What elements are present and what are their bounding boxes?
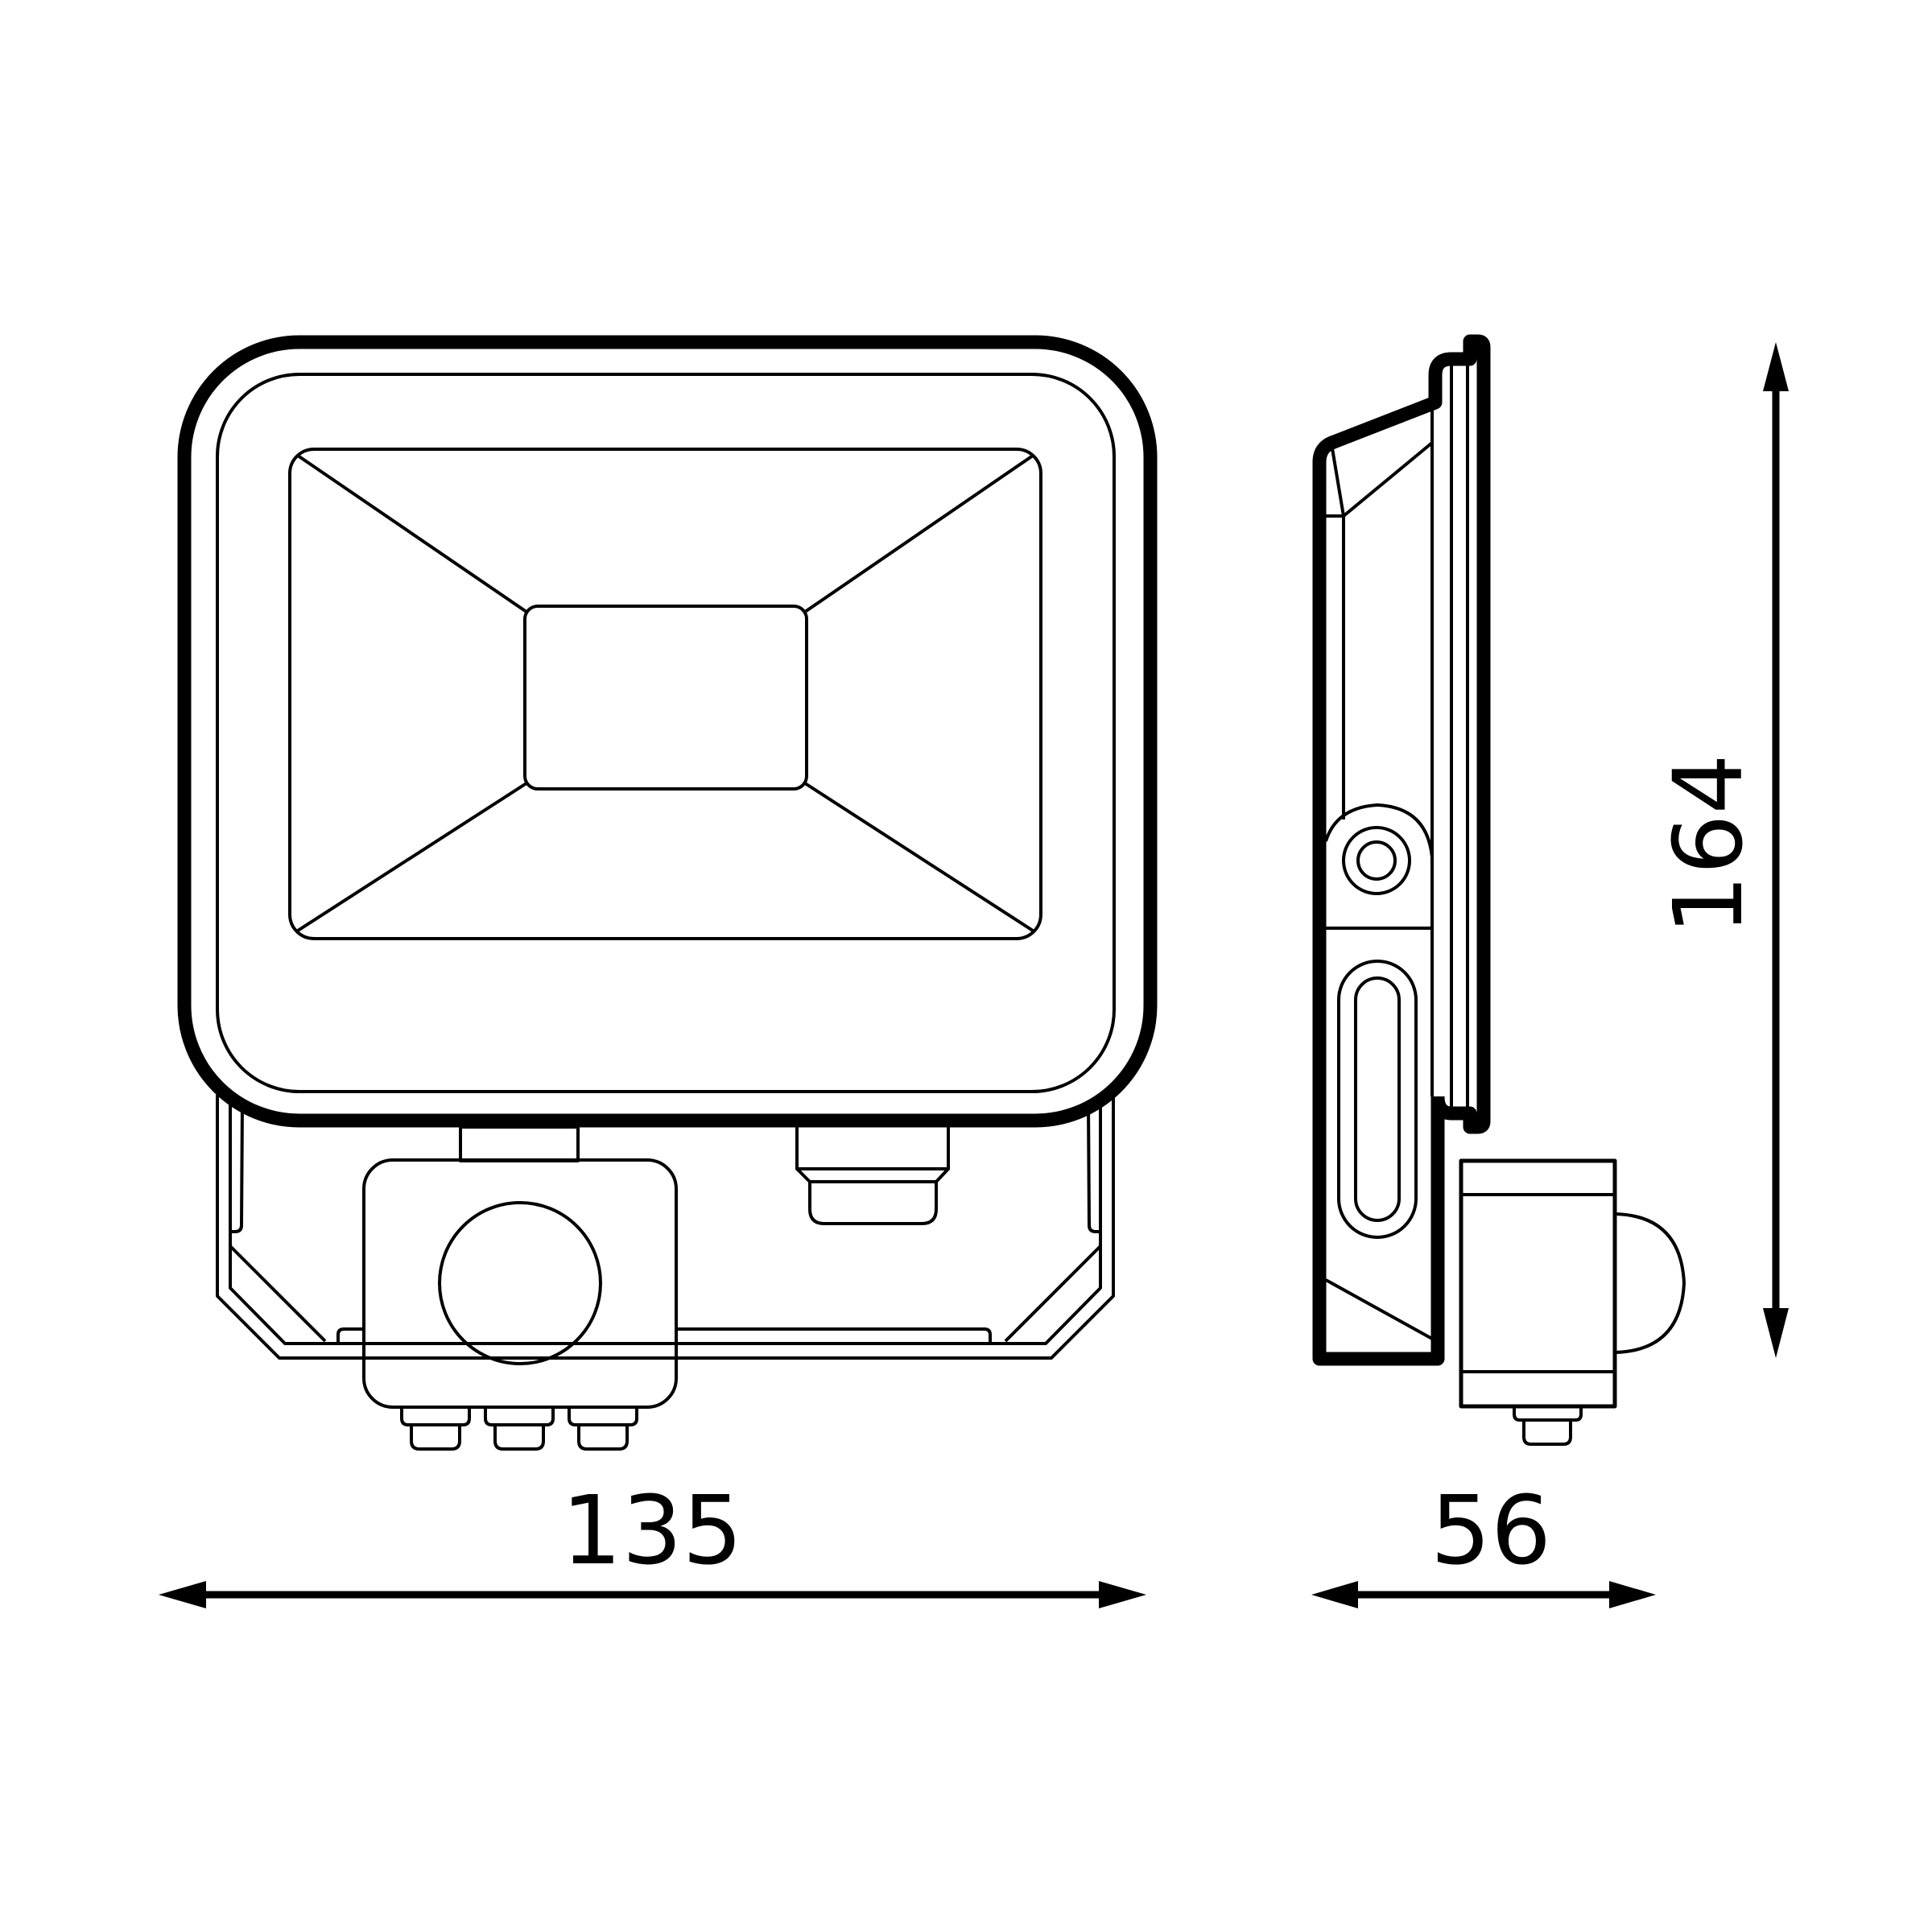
mounting-bracket <box>216 1095 1115 1360</box>
pir-sensor-lens <box>438 1201 602 1365</box>
mounting-slot-outer <box>1337 960 1418 1239</box>
dimension-depth: 56 <box>1311 1475 1656 1608</box>
hinge-bolt-inner <box>1356 840 1397 881</box>
sensor-adjust-knobs <box>400 1407 638 1451</box>
dimension-height: 164 <box>1653 342 1789 1358</box>
side-view <box>1312 334 1686 1446</box>
front-view <box>177 335 1158 1451</box>
led-chip <box>523 605 808 791</box>
housing-inner-bezel <box>216 373 1116 1093</box>
mounting-slot-inner <box>1354 976 1401 1222</box>
dimension-depth-label: 56 <box>1430 1475 1551 1586</box>
side-housing-outline <box>1312 334 1491 1366</box>
arrow-up-icon <box>1763 342 1789 391</box>
arrow-right-icon <box>1099 1581 1146 1608</box>
pir-sensor-housing <box>362 1158 678 1409</box>
arrow-right-icon <box>1609 1581 1656 1608</box>
dimension-width: 135 <box>159 1475 1146 1608</box>
dimension-height-label: 164 <box>1653 753 1764 935</box>
dimension-width-label: 135 <box>561 1475 742 1586</box>
sensor-stem <box>459 1125 580 1162</box>
reflector-facets <box>296 454 1034 932</box>
reflector-frame <box>288 448 1042 940</box>
arrow-left-icon <box>1311 1581 1358 1608</box>
arrow-left-icon <box>159 1581 206 1608</box>
arrow-down-icon <box>1763 1308 1789 1358</box>
hinge-bolt-outer <box>1342 826 1411 895</box>
side-hinge <box>1324 803 1434 928</box>
side-pir-lens <box>1614 1212 1686 1354</box>
side-pir-housing <box>1459 1158 1617 1409</box>
cable-gland <box>795 1127 950 1225</box>
housing-outer-frame <box>177 335 1158 1128</box>
